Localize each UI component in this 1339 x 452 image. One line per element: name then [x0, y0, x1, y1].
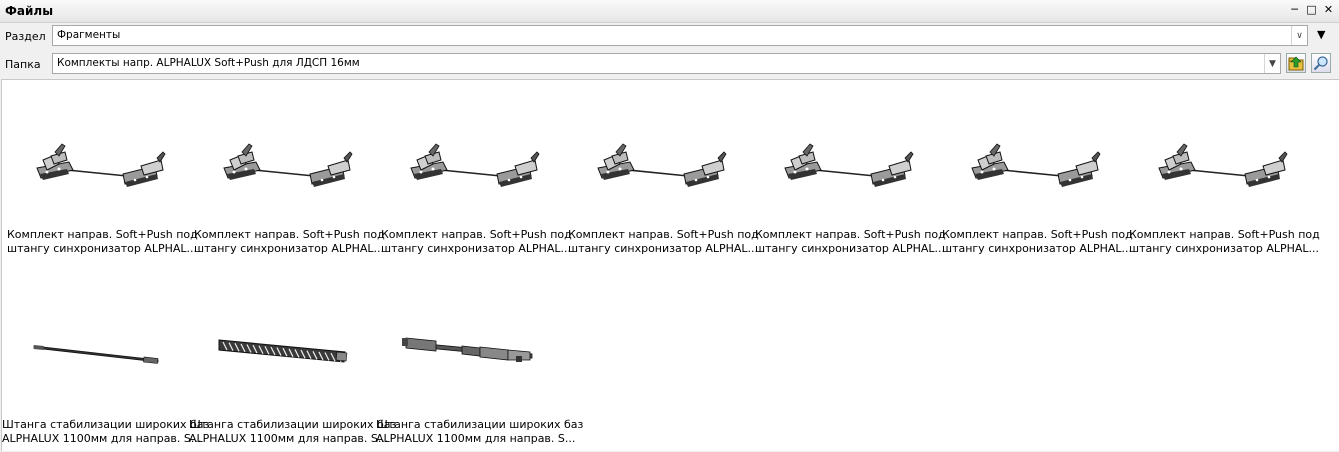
close-icon[interactable]: ✕: [1323, 3, 1334, 16]
drawer-slide-set-icon: [36, 143, 166, 187]
file-item-caption: Комплект направ. Soft+Push под штангу си…: [755, 228, 946, 256]
file-item-name-line2: штангу синхронизатор ALPHAL...: [942, 242, 1133, 255]
file-item[interactable]: Штанга стабилизации широких баз ALPHALUX…: [189, 270, 397, 452]
chevron-down-icon[interactable]: ▼: [1264, 54, 1280, 73]
rod-with-clips-icon: [402, 337, 533, 362]
file-item-name-line1: Комплект направ. Soft+Push под: [942, 228, 1133, 241]
drawer-slide-set-icon: [1158, 143, 1288, 187]
panel-menu-icon[interactable]: ▼: [1317, 28, 1326, 41]
file-item-name-line1: Штанга стабилизации широких баз: [189, 418, 397, 431]
maximize-icon[interactable]: □: [1306, 3, 1317, 16]
search-icon: [1313, 56, 1328, 71]
file-item-caption: Штанга стабилизации широких баз ALPHALUX…: [189, 418, 397, 446]
file-item-caption: Комплект направ. Soft+Push под штангу си…: [381, 228, 572, 256]
file-item[interactable]: Комплект направ. Soft+Push под штангу си…: [942, 80, 1133, 262]
section-label: Раздел: [5, 30, 46, 43]
drawer-slide-set-icon: [410, 143, 540, 187]
file-item-caption: Комплект направ. Soft+Push под штангу си…: [568, 228, 759, 256]
file-item-caption: Комплект направ. Soft+Push под штангу си…: [194, 228, 385, 256]
file-item-caption: Комплект направ. Soft+Push под штангу си…: [7, 228, 198, 256]
file-item-name-line1: Комплект направ. Soft+Push под: [755, 228, 946, 241]
file-item-caption: Штанга стабилизации широких баз ALPHALUX…: [2, 418, 210, 446]
file-item-name-line1: Комплект направ. Soft+Push под: [1129, 228, 1320, 241]
drawer-slide-set-icon: [784, 143, 914, 187]
window-title: Файлы: [5, 4, 54, 18]
ribbed-rod-icon: [218, 339, 348, 363]
file-grid[interactable]: Комплект направ. Soft+Push под штангу си…: [1, 79, 1339, 451]
section-value: Фрагменты: [57, 29, 121, 41]
folder-up-button[interactable]: [1286, 53, 1306, 73]
thin-rod-icon: [33, 345, 159, 364]
file-item[interactable]: Комплект направ. Soft+Push под штангу си…: [7, 80, 198, 262]
file-item-name-line1: Комплект направ. Soft+Push под: [381, 228, 572, 241]
file-item-name-line2: ALPHALUX 1100мм для направ. S...: [189, 432, 389, 445]
file-item-name-line2: штангу синхронизатор ALPHAL...: [568, 242, 759, 255]
file-item-name-line2: штангу синхронизатор ALPHAL...: [7, 242, 198, 255]
file-item-caption: Комплект направ. Soft+Push под штангу си…: [942, 228, 1133, 256]
file-item[interactable]: Штанга стабилизации широких баз ALPHALUX…: [2, 270, 210, 452]
file-item-name-line1: Комплект направ. Soft+Push под: [194, 228, 385, 241]
file-item-name-line2: ALPHALUX 1100мм для направ. S...: [376, 432, 576, 445]
file-item-name-line2: штангу синхронизатор ALPHAL...: [381, 242, 572, 255]
file-item[interactable]: Комплект направ. Soft+Push под штангу си…: [381, 80, 572, 262]
section-select[interactable]: Фрагменты ∨: [52, 25, 1308, 46]
folder-label: Папка: [5, 58, 41, 71]
drawer-slide-set-icon: [971, 143, 1101, 187]
folder-select[interactable]: Комплекты напр. ALPHALUX Soft+Push для Л…: [52, 53, 1281, 74]
file-item[interactable]: Комплект направ. Soft+Push под штангу си…: [1129, 80, 1320, 262]
folder-value: Комплекты напр. ALPHALUX Soft+Push для Л…: [57, 57, 360, 69]
file-item-name-line2: штангу синхронизатор ALPHAL...: [755, 242, 946, 255]
file-item[interactable]: Комплект направ. Soft+Push под штангу си…: [755, 80, 946, 262]
file-item[interactable]: Штанга стабилизации широких баз ALPHALUX…: [376, 270, 584, 452]
file-item-name-line1: Комплект направ. Soft+Push под: [568, 228, 759, 241]
drawer-slide-set-icon: [223, 143, 353, 187]
folder-up-icon: [1288, 56, 1304, 71]
chevron-down-icon[interactable]: ∨: [1291, 26, 1307, 45]
file-item-name-line2: штангу синхронизатор ALPHAL...: [1129, 242, 1320, 255]
file-item-name-line2: ALPHALUX 1100мм для направ. S...: [2, 432, 202, 445]
window-titlebar: Файлы ─ □ ✕: [0, 0, 1339, 23]
drawer-slide-set-icon: [597, 143, 727, 187]
file-item-name-line1: Комплект направ. Soft+Push под: [7, 228, 198, 241]
file-item-name-line1: Штанга стабилизации широких баз: [2, 418, 210, 431]
search-button[interactable]: [1311, 53, 1331, 73]
file-item-caption: Комплект направ. Soft+Push под штангу си…: [1129, 228, 1320, 256]
file-item-name-line1: Штанга стабилизации широких баз: [376, 418, 584, 431]
file-item[interactable]: Комплект направ. Soft+Push под штангу си…: [568, 80, 759, 262]
file-item[interactable]: Комплект направ. Soft+Push под штангу си…: [194, 80, 385, 262]
file-item-caption: Штанга стабилизации широких баз ALPHALUX…: [376, 418, 584, 446]
minimize-icon[interactable]: ─: [1291, 3, 1298, 16]
file-item-name-line2: штангу синхронизатор ALPHAL...: [194, 242, 385, 255]
